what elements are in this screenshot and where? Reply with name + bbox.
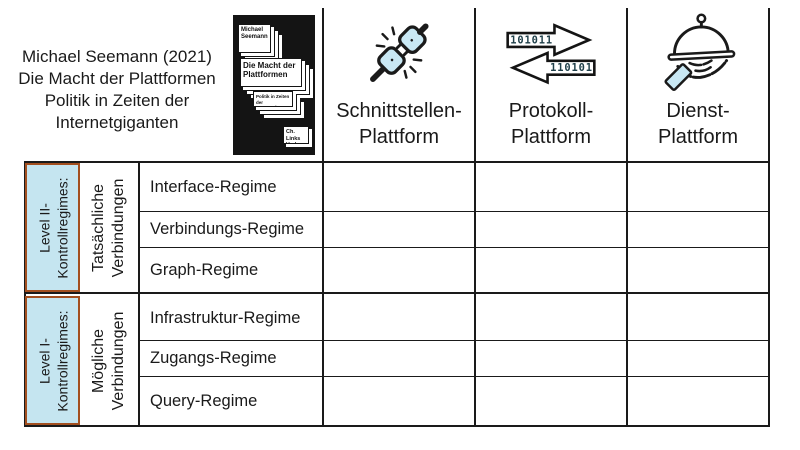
grid-line-row-divider <box>140 376 768 377</box>
matrix-cell-r5c1 <box>324 341 474 376</box>
connection-type-label: Mögliche Verbindungen <box>81 297 137 424</box>
column-label-line: Schnittstellen- <box>336 100 462 122</box>
grid-line-row-divider <box>140 247 768 248</box>
plug-disconnected-icon <box>324 12 474 94</box>
grid-line-vertical <box>24 161 26 427</box>
row-label-zugangs-regime: Zugangs-Regime <box>150 349 277 367</box>
citation-line: Politik in Zeiten der <box>44 91 190 110</box>
book-cover: Michael Seemann Die Macht der Plattforme… <box>233 15 315 155</box>
level-label-line: Kontrollregimes: <box>53 176 70 279</box>
matrix-cell-r1c3 <box>628 163 768 211</box>
row-label-graph-regime: Graph-Regime <box>150 260 259 279</box>
row-label-interface-regime: Interface-Regime <box>150 177 277 196</box>
column-label-line: Dienst- <box>666 100 730 122</box>
matrix-cell-r3c2 <box>476 248 626 292</box>
matrix-cell-r1c1 <box>324 163 474 211</box>
grid-line-vertical <box>768 8 770 427</box>
column-label-line: Plattform <box>510 126 592 148</box>
matrix-cell-r2c3 <box>628 212 768 247</box>
connection-type-line: Verbindungen <box>110 311 127 410</box>
book-cover-subtitle: Politik in Zeiten der Internetgiganten <box>253 91 293 107</box>
column-header-schnittstellen: Schnittstellen- Plattform <box>324 10 474 160</box>
grid-line-horizontal <box>24 161 770 163</box>
column-label: Dienst- Plattform <box>628 98 768 150</box>
column-label-line: Plattform <box>358 126 440 148</box>
matrix-cell-r6c2 <box>476 377 626 425</box>
grid-line-horizontal <box>24 292 770 294</box>
matrix-cell-r1c2 <box>476 163 626 211</box>
column-label-line: Protokoll- <box>508 100 594 122</box>
matrix-cell-r3c1 <box>324 248 474 292</box>
level-label-line: Kontrollregimes: <box>53 309 70 412</box>
book-cover-publisher: Ch. Links Verlag <box>283 126 309 144</box>
citation-line: Michael Seemann (2021) <box>22 47 212 66</box>
matrix-cell-r6c3 <box>628 377 768 425</box>
row-label-infrastruktur-regime: Infrastruktur-Regime <box>150 308 301 327</box>
citation-line: Internetgiganten <box>55 113 179 132</box>
level-2-label-cell: Level II- Kontrollregimes: <box>25 163 80 292</box>
connection-type-label: Tatsächliche Verbindungen <box>81 164 137 291</box>
level-label-line: Level II- <box>35 202 52 253</box>
book-cover-title: Die Macht der Plattformen <box>240 58 302 87</box>
matrix-cell-r2c1 <box>324 212 474 247</box>
grid-line-vertical <box>626 8 628 427</box>
column-header-dienst: Dienst- Plattform <box>628 10 768 160</box>
matrix-cell-r5c2 <box>476 341 626 376</box>
matrix-cell-r4c3 <box>628 296 768 340</box>
connection-type-line: Verbindungen <box>110 178 127 277</box>
grid-line-vertical <box>322 8 324 427</box>
connection-type-cell-lower: Mögliche Verbindungen <box>80 296 138 425</box>
matrix-cell-r3c3 <box>628 248 768 292</box>
connection-type-line: Tatsächliche <box>90 183 107 272</box>
level-2-label: Level II- Kontrollregimes: <box>27 165 78 290</box>
connection-type-cell-upper: Tatsächliche Verbindungen <box>80 163 138 292</box>
service-cloche-icon <box>628 12 768 94</box>
grid-line-horizontal <box>24 425 770 427</box>
grid-line-vertical <box>138 161 140 427</box>
matrix-cell-r6c1 <box>324 377 474 425</box>
level-1-label: Level I- Kontrollregimes: <box>27 298 78 423</box>
row-label-verbindungs-regime: Verbindungs-Regime <box>150 220 305 238</box>
grid-line-vertical <box>474 8 476 427</box>
column-label: Protokoll- Plattform <box>476 98 626 150</box>
column-label: Schnittstellen- Plattform <box>324 98 474 150</box>
matrix-cell-r2c2 <box>476 212 626 247</box>
column-label-line: Plattform <box>657 126 739 148</box>
level-label-line: Level I- <box>35 337 52 384</box>
level-1-label-cell: Level I- Kontrollregimes: <box>25 296 80 425</box>
grid-line-row-divider <box>140 340 768 341</box>
column-header-protokoll: 101011 110101 Protokoll- Plattform <box>476 10 626 160</box>
citation-block: Michael Seemann (2021) Die Macht der Pla… <box>2 46 232 134</box>
matrix-cell-r5c3 <box>628 341 768 376</box>
connection-type-line: Mögliche <box>90 328 107 393</box>
matrix-cell-r4c2 <box>476 296 626 340</box>
citation-line: Die Macht der Plattformen <box>18 69 216 88</box>
matrix-cell-r4c1 <box>324 296 474 340</box>
protocol-arrows-icon: 101011 110101 <box>476 12 626 94</box>
bits-right: 101011 <box>510 34 553 46</box>
grid-line-row-divider <box>140 211 768 212</box>
row-label-query-regime: Query-Regime <box>150 391 258 410</box>
bits-left: 110101 <box>550 62 593 74</box>
book-cover-author: Michael Seemann <box>238 24 271 53</box>
